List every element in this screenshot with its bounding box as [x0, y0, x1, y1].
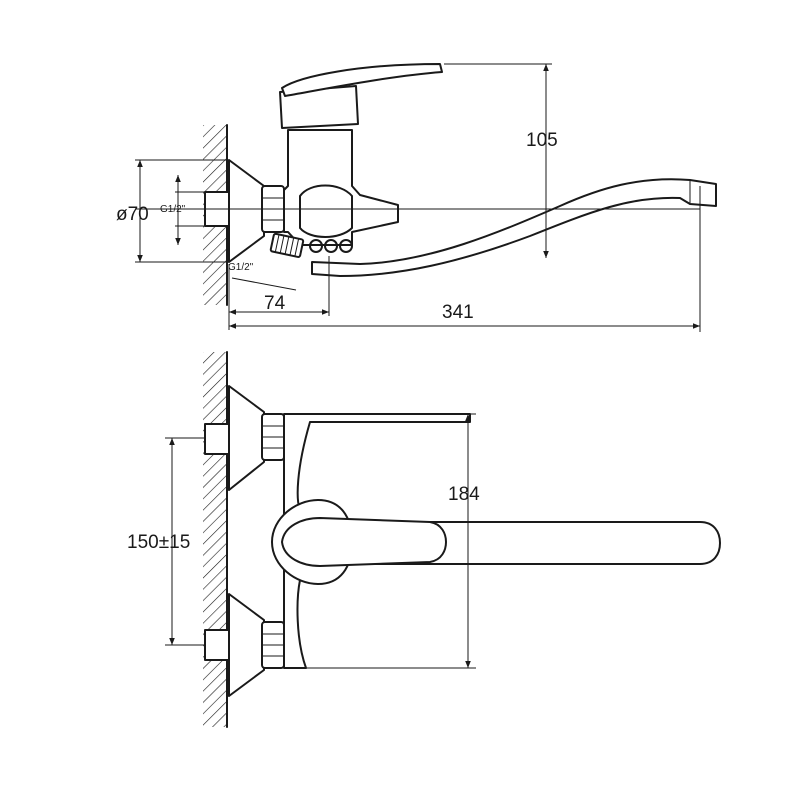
centers-label: 150±15 [127, 532, 190, 553]
side-view: ø70 G1/2" G1/2" 105 74 341 [116, 63, 717, 332]
handle-lever [281, 517, 447, 567]
height-label: 105 [526, 130, 558, 151]
lever-handle [281, 63, 443, 97]
thread-lower-label: G1/2" [228, 262, 254, 273]
ring-2 [324, 239, 338, 253]
thread-top [204, 423, 230, 455]
escutcheon-top [228, 385, 265, 491]
shower-outlet [269, 232, 305, 258]
wall-hatch-lower [203, 352, 227, 727]
diverter-knob [299, 184, 353, 238]
escutcheon-flange [228, 159, 265, 263]
offset-label: 74 [264, 293, 286, 314]
ring-3 [339, 239, 353, 253]
escutcheon-bottom [228, 593, 265, 697]
spread-label: 184 [448, 484, 480, 505]
diameter-label: ø70 [116, 204, 149, 225]
ring-1 [309, 239, 323, 253]
thread-bottom [204, 629, 230, 661]
top-view: 150±15 184 [127, 351, 721, 728]
length-label: 341 [442, 302, 474, 323]
thread-upper-label: G1/2" [160, 204, 186, 215]
